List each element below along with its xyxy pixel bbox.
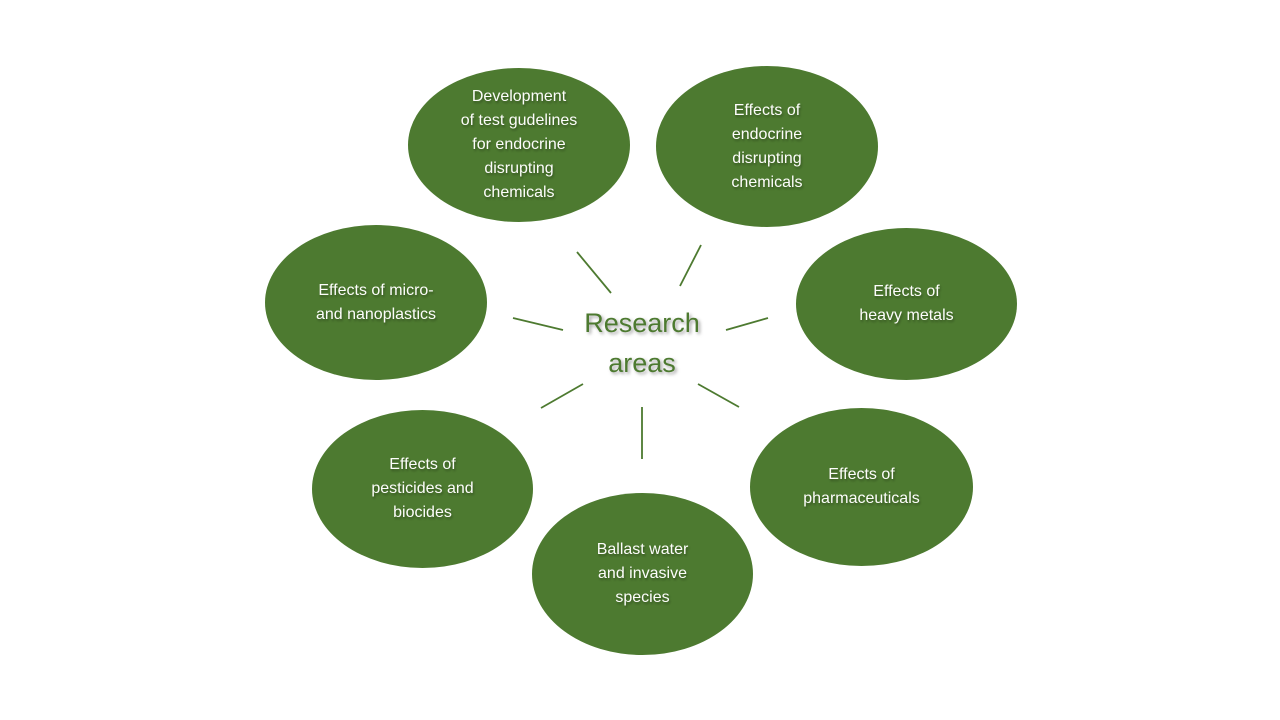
- diagram-center-title: Research areas: [584, 308, 700, 378]
- node-test-guidelines: Development of test gudelines for endocr…: [408, 68, 630, 222]
- node-microplastics: Effects of micro- and nanoplastics: [265, 225, 487, 380]
- connector-pharmaceuticals: [697, 383, 740, 408]
- node-pesticides-label: Effects of pesticides and biocides: [371, 456, 474, 521]
- node-pharmaceuticals-label: Effects of pharmaceuticals: [803, 466, 920, 507]
- node-endocrine-effects: Effects of endocrine disrupting chemical…: [656, 66, 878, 227]
- node-heavy-metals-label: Effects of heavy metals: [859, 283, 954, 324]
- node-microplastics-label: Effects of micro- and nanoplastics: [315, 281, 437, 323]
- node-endocrine-effects-label: Effects of endocrine disrupting chemical…: [731, 101, 803, 191]
- node-ballast-water: Ballast water and invasive species: [532, 493, 753, 655]
- node-pharmaceuticals: Effects of pharmaceuticals: [750, 408, 973, 566]
- node-heavy-metals: Effects of heavy metals: [796, 228, 1017, 380]
- connector-test-guidelines: [576, 251, 612, 294]
- connector-pesticides: [540, 383, 584, 409]
- node-ballast-water-label: Ballast water and invasive species: [596, 541, 689, 606]
- node-test-guidelines-label: Development of test gudelines for endocr…: [460, 88, 578, 201]
- connector-endocrine-effects: [679, 244, 702, 287]
- node-pesticides: Effects of pesticides and biocides: [312, 410, 533, 568]
